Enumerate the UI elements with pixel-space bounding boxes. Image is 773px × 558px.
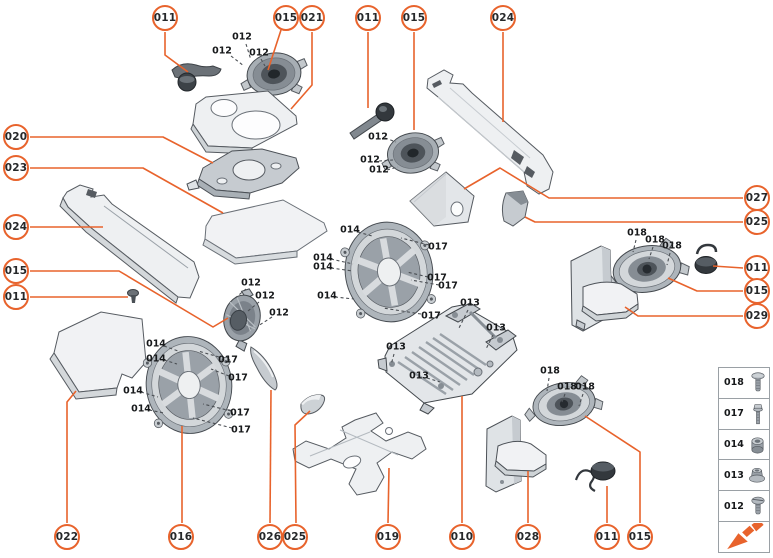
callout-balloon-025[interactable]: 025 <box>282 524 308 550</box>
part-ref-label-018: 018 <box>662 240 682 252</box>
pan-head-screw-icon <box>751 497 765 515</box>
part-ref-label-014: 014 <box>317 290 337 302</box>
part-cover-025-lower <box>300 394 326 415</box>
hex-bolt-icon <box>753 404 763 424</box>
legend-code: 017 <box>724 408 744 420</box>
part-cover-025-upper <box>501 190 529 227</box>
part-ref-label-017: 017 <box>228 372 248 384</box>
part-ref-label-012: 012 <box>212 45 232 57</box>
legend-row-014: 014 <box>719 429 769 461</box>
part-ref-label-014: 014 <box>146 338 166 350</box>
part-ref-label-013: 013 <box>486 322 506 334</box>
callout-balloon-011[interactable]: 011 <box>3 284 29 310</box>
spacer-bushing-icon <box>751 437 764 454</box>
part-insulator-mat-023 <box>202 199 328 265</box>
legend-code: 018 <box>724 377 744 389</box>
part-ref-label-013: 013 <box>386 341 406 353</box>
callout-balloon-011[interactable]: 011 <box>355 5 381 31</box>
callout-balloon-010[interactable]: 010 <box>449 524 475 550</box>
callout-balloon-027[interactable]: 027 <box>744 185 770 211</box>
part-ref-label-014: 014 <box>146 353 166 365</box>
part-ref-label-012: 012 <box>360 154 380 166</box>
part-trim-panel-024-left <box>59 184 200 304</box>
part-wire-grommet-011-bottom <box>574 461 616 492</box>
callout-balloon-016[interactable]: 016 <box>168 524 194 550</box>
part-ref-label-014: 014 <box>340 224 360 236</box>
callout-balloon-015[interactable]: 015 <box>744 278 770 304</box>
round-head-screw-icon <box>751 372 765 392</box>
part-ref-label-012: 012 <box>368 131 388 143</box>
callout-balloon-026[interactable]: 026 <box>257 524 283 550</box>
part-bracket-029 <box>570 245 639 332</box>
callout-balloon-015[interactable]: 015 <box>3 258 29 284</box>
flange-nut-icon <box>749 468 765 483</box>
part-ref-label-017: 017 <box>230 407 250 419</box>
part-ref-label-012: 012 <box>255 290 275 302</box>
legend-row-012: 012 <box>719 491 769 523</box>
part-ref-label-018: 018 <box>540 365 560 377</box>
part-ref-label-018: 018 <box>575 381 595 393</box>
legend-row-018: 018 <box>719 368 769 399</box>
legend-code: 014 <box>724 439 744 451</box>
part-ref-label-012: 012 <box>241 277 261 289</box>
part-grommet-011-right <box>694 243 718 274</box>
callout-balloon-021[interactable]: 021 <box>299 5 325 31</box>
part-ref-label-017: 017 <box>438 280 458 292</box>
part-ref-label-012: 012 <box>249 47 269 59</box>
callout-balloon-011[interactable]: 011 <box>594 524 620 550</box>
part-ref-label-012: 012 <box>369 164 389 176</box>
part-ref-label-017: 017 <box>231 424 251 436</box>
callout-balloon-024[interactable]: 024 <box>3 214 29 240</box>
part-ref-label-017: 017 <box>428 241 448 253</box>
part-ref-label-014: 014 <box>313 261 333 273</box>
part-ref-label-018: 018 <box>627 227 647 239</box>
part-bracket-019 <box>292 412 427 496</box>
callout-balloon-022[interactable]: 022 <box>54 524 80 550</box>
callout-balloon-020[interactable]: 020 <box>3 124 29 150</box>
callout-balloon-029[interactable]: 029 <box>744 303 770 329</box>
part-mounting-panel-021 <box>190 90 298 155</box>
legend-row-013: 013 <box>719 460 769 492</box>
part-ref-label-013: 013 <box>460 297 480 309</box>
callout-balloon-015[interactable]: 015 <box>401 5 427 31</box>
part-bracket-020 <box>186 148 300 200</box>
part-ref-label-013: 013 <box>409 370 429 382</box>
part-ref-label-017: 017 <box>421 310 441 322</box>
part-ref-label-012: 012 <box>232 31 252 43</box>
callout-balloon-015[interactable]: 015 <box>627 524 653 550</box>
part-ref-label-014: 014 <box>131 403 151 415</box>
part-ref-label-017: 017 <box>427 272 447 284</box>
legend-row-direction <box>719 522 769 552</box>
part-screw-tool-011 <box>349 102 395 140</box>
callout-balloon-019[interactable]: 019 <box>375 524 401 550</box>
part-ref-label-014: 014 <box>313 252 333 264</box>
part-ref-label-018: 018 <box>557 381 577 393</box>
callout-balloon-025[interactable]: 025 <box>744 209 770 235</box>
part-trim-strip-026 <box>250 346 278 391</box>
part-ref-label-017: 017 <box>218 354 238 366</box>
callout-balloon-028[interactable]: 028 <box>515 524 541 550</box>
part-tweeter-bracket-011 <box>171 63 222 92</box>
part-ref-label-018: 018 <box>645 234 665 246</box>
part-bracket-028 <box>485 415 547 493</box>
legend-row-017: 017 <box>719 398 769 430</box>
legend-code: 012 <box>724 500 744 512</box>
callout-balloon-023[interactable]: 023 <box>3 155 29 181</box>
part-clip-011-left <box>127 289 139 303</box>
legend-code: 013 <box>724 469 744 481</box>
callout-balloon-011[interactable]: 011 <box>152 5 178 31</box>
orange-direction-arrow-icon <box>727 523 764 550</box>
part-corner-panel-027 <box>409 171 475 227</box>
fastener-legend: 018 017 014 <box>718 367 770 553</box>
part-ref-label-012: 012 <box>269 307 289 319</box>
part-ref-label-014: 014 <box>123 385 143 397</box>
callout-balloon-015[interactable]: 015 <box>273 5 299 31</box>
callout-balloon-024[interactable]: 024 <box>490 5 516 31</box>
